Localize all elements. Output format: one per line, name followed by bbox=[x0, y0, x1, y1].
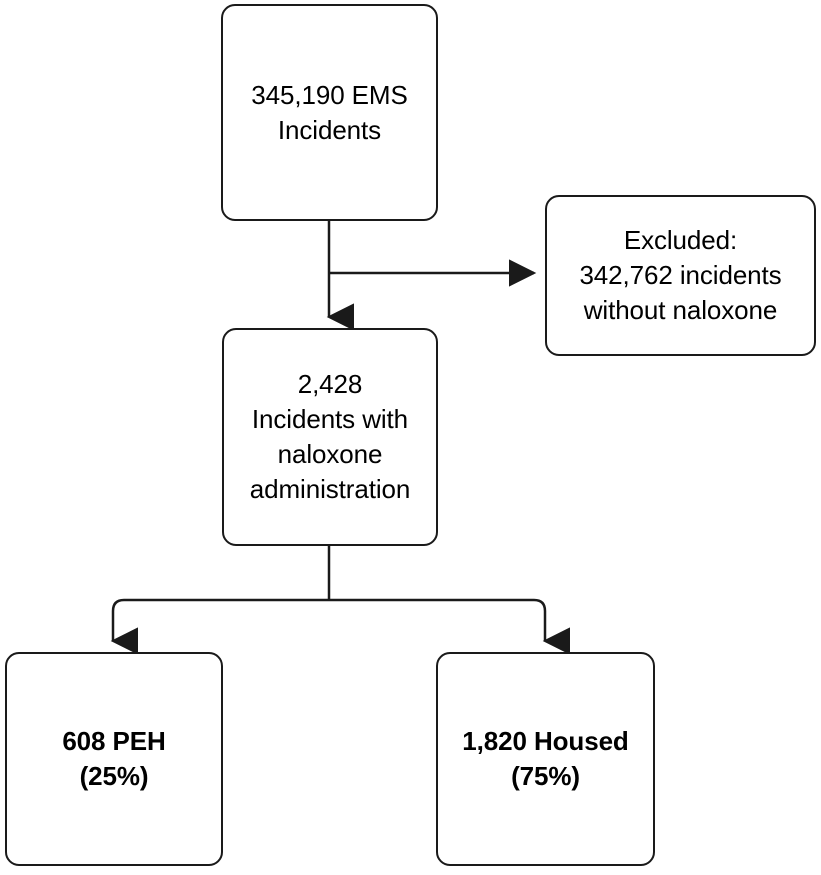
node-excluded-incidents: Excluded: 342,762 incidents without nalo… bbox=[545, 195, 816, 356]
node-housed-label: 1,820 Housed (75%) bbox=[462, 726, 629, 791]
edge-included-to-housed bbox=[329, 598, 571, 655]
node-included-incidents: 2,428 Incidents with naloxone administra… bbox=[222, 328, 438, 546]
node-housed-group: 1,820 Housed (75%) bbox=[436, 652, 655, 866]
node-peh-group: 608 PEH (25%) bbox=[5, 652, 223, 866]
edge-included-to-peh bbox=[110, 598, 329, 655]
node-source-incidents: 345,190 EMS Incidents bbox=[221, 4, 438, 221]
node-excluded-label: Excluded: 342,762 incidents without nalo… bbox=[579, 225, 782, 325]
node-source-label: 345,190 EMS Incidents bbox=[251, 79, 408, 145]
node-included-label: 2,428 Incidents with naloxone administra… bbox=[249, 369, 411, 504]
node-peh-label: 608 PEH (25%) bbox=[62, 726, 166, 791]
